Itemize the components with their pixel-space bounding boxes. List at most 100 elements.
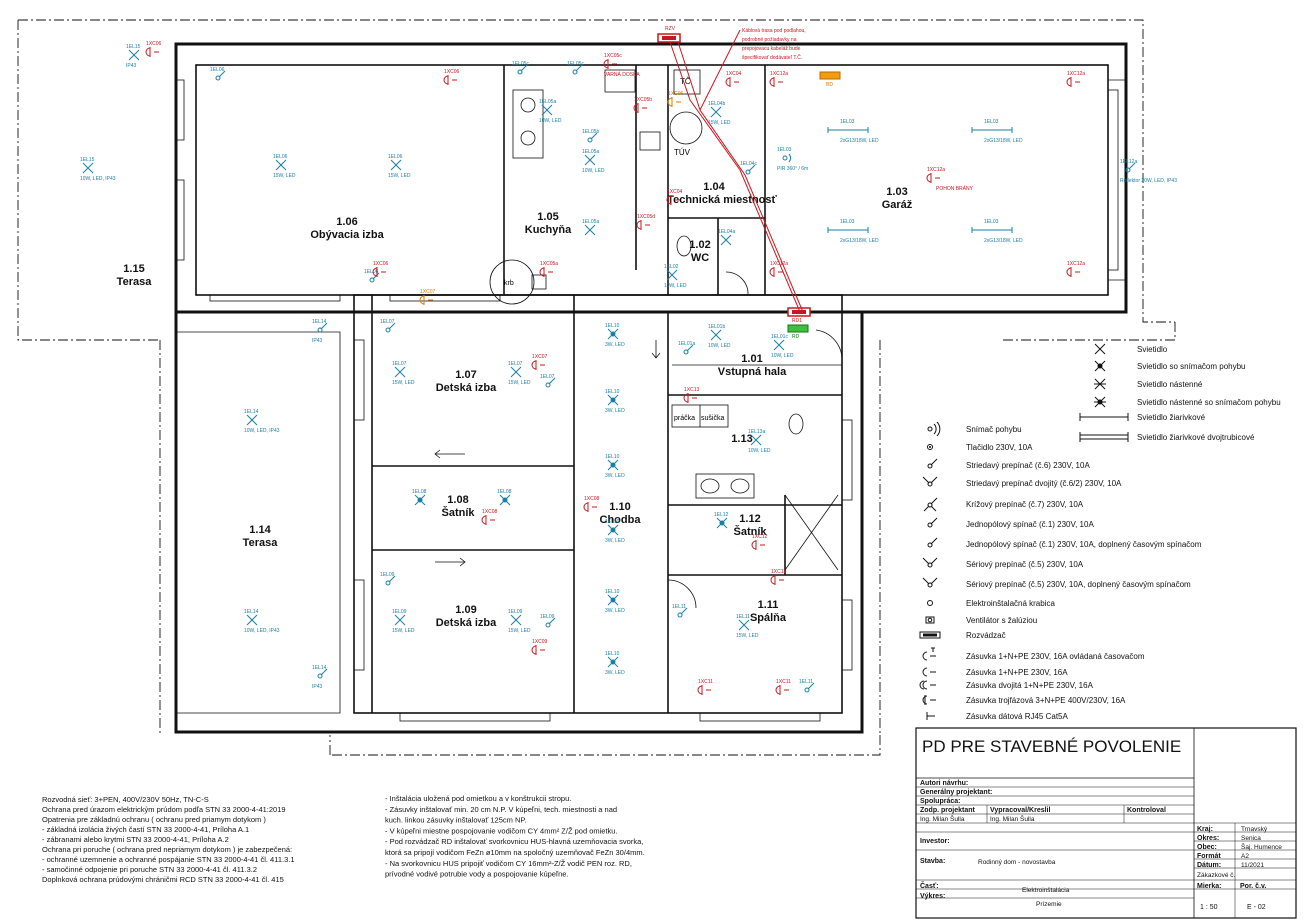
point-label: 1EL10 [605, 323, 620, 329]
title-block-zodp: Zodp. projektant [920, 807, 976, 814]
title-block-vyp_name: Ing. Milan Šulla [990, 814, 1035, 823]
window [1107, 89, 1119, 271]
title-block-vykres_val: Prízemie [1036, 901, 1062, 908]
upper-block-wall [174, 42, 1128, 314]
point-label: 1EL03 [777, 147, 792, 153]
note-line: - Na svorkovnicu HUS pripojiť vodičom CY… [385, 859, 632, 868]
legend-item-sw5: Sériový prepínač (č.5) 230V, 10A [922, 557, 1084, 569]
title-block-zodp_name: Ing. Milan Šulla [920, 814, 965, 823]
point-label: 1EL14 [312, 665, 327, 671]
title-block-vykres: Výkres: [920, 893, 945, 900]
room-name-r102: WC [691, 252, 709, 264]
room-name-r104: Technická miestnosť [667, 194, 777, 206]
point-label: 1XC08 [584, 496, 600, 502]
point-label: 1EL05a [539, 99, 556, 105]
room-number-r114: 1.14 [249, 524, 271, 536]
point-label: 1EL07 [540, 374, 555, 380]
installation-point-xc05b: 1XC05b [633, 97, 652, 113]
point-label: 1EL10 [605, 589, 620, 595]
lower-block-inner-wall [353, 294, 843, 714]
note-line: Opatrenia pre základnú ochranu ( ochranu… [42, 815, 266, 824]
legend-item-sock-t: Zásuvka 1+N+PE 230V, 16A ovládaná časova… [922, 647, 1145, 661]
note-line: Ochrana pri poruche ( ochrana pred nepri… [42, 845, 292, 854]
point-label: 1XC12a [770, 261, 788, 267]
dryer-label: sušička [701, 415, 724, 422]
installation-point-xc05d: 1XC05d [636, 214, 655, 230]
room-name-r115: Terasa [117, 276, 153, 288]
heat-pump-label: TČ [680, 77, 691, 86]
point-label: 1EL02 [664, 264, 679, 270]
room-name-r107: Detská izba [436, 382, 497, 394]
stove-burner [520, 97, 536, 113]
point-sublabel: 15W, LED [508, 380, 531, 386]
cable-route [677, 41, 804, 313]
title-block-datum_val: 11/2021 [1241, 862, 1264, 869]
legend-label: Zásuvka dvojitá 1+N+PE 230V, 16A [966, 681, 1094, 690]
room-name-r111: Spálňa [750, 612, 787, 624]
installation-point-el04c: 1EL04c [740, 161, 757, 175]
point-sublabel: 15W, LED [392, 380, 415, 386]
point-label: 1EL14 [244, 409, 259, 415]
boiler-tank [669, 111, 703, 145]
room-number-r108: 1.08 [447, 494, 468, 506]
point-sublabel: VARNÁ DOSKA [604, 71, 640, 78]
point-label: 1EL14 [312, 319, 327, 325]
point-label: 1EL11 [736, 614, 750, 620]
point-label: 1EL10 [605, 454, 620, 460]
point-sublabel: 2xG13/18W, LED [984, 138, 1023, 144]
point-sublabel: 3W, LED [605, 608, 625, 614]
title-block-spolupraca: Spolupráca: [920, 798, 960, 805]
legend-label: Sériový prepínač (č.5) 230V, 10A, doplne… [966, 580, 1191, 589]
point-sublabel: 10W, LED [771, 353, 794, 359]
fireplace-label: krb [504, 280, 514, 287]
title-block [915, 727, 1297, 919]
legend-item-sock3: Zásuvka trojfázová 3+N+PE 400V/230V, 16A [922, 695, 1126, 705]
legend-item-cross: Svietidlo [1094, 343, 1168, 355]
legend-item-sw7: Krížový prepínač (č.7) 230V, 10A [923, 497, 1084, 512]
legend-item-fan: Ventilátor s žalúziou [925, 616, 1037, 625]
room-number-r106: 1.06 [336, 216, 357, 228]
installation-point-xc07a: 1XC07 [531, 354, 548, 370]
cable-route-note-line: prepojovacu kabeláž bude [742, 46, 801, 52]
title-block-okres: Okres: [1197, 835, 1219, 842]
point-label: 1XC12a [1067, 71, 1085, 77]
room-name-r108: Šatník [441, 506, 475, 519]
legend-item-wall-sensor: Svietidlo nástenné so snímačom pohybu [1094, 396, 1281, 408]
legend-item-box: Elektroinštalačná krabica [927, 599, 1055, 608]
legend-item-fluor2: Svietidlo žiarivkové dvojtrubicové [1079, 432, 1255, 442]
title-block-kontroloval: Kontroloval [1127, 807, 1166, 814]
installation-point-xc11b: 1XC11 [697, 679, 713, 695]
point-label: 1XC07 [420, 289, 436, 295]
chimney [531, 274, 547, 290]
point-sublabel: 10W, LED, IP43 [244, 428, 280, 434]
point-sublabel: 10W, LED, IP43 [244, 628, 280, 634]
point-label: 1EL08 [497, 489, 512, 495]
note-line: - samočinné odpojenie pri poruche STN 33… [42, 865, 257, 874]
installation-point-xc12a3: 1XC12a [926, 167, 945, 183]
installation-point-xc06t: 1XC06 [667, 91, 684, 107]
legend-label: Zásuvka 1+N+PE 230V, 16A ovládaná časova… [966, 652, 1145, 661]
legend-label: Tlačidlo 230V, 10A [966, 443, 1033, 452]
point-label: 1EL12 [714, 512, 729, 518]
panel-rzv-fill [662, 36, 676, 40]
point-label: 1EL06 [364, 269, 379, 275]
point-label: 1EL06 [210, 67, 225, 73]
point-label: 1EL03 [840, 119, 855, 125]
point-label: 1EL05c [567, 61, 584, 67]
room-name-r110: Chodba [600, 514, 642, 526]
title-block-stavba_val: Rodinný dom - novostavba [978, 859, 1056, 866]
washer-label: práčka [674, 415, 695, 422]
title-block-kraj_val: Trnavský [1241, 826, 1268, 833]
point-label: 1EL11 [672, 604, 686, 610]
point-label: 1XC11 [771, 569, 786, 575]
legend-item-sw5t: Sériový prepínač (č.5) 230V, 10A, doplne… [922, 577, 1191, 589]
room-number-r103: 1.03 [886, 186, 907, 198]
title-block-porcv: Por. č.v. [1240, 883, 1266, 890]
point-label: 1EL04c [740, 161, 757, 167]
installation-point-xc12a2: 1XC12a [1066, 71, 1085, 87]
point-sublabel: 15W, LED [708, 120, 731, 126]
